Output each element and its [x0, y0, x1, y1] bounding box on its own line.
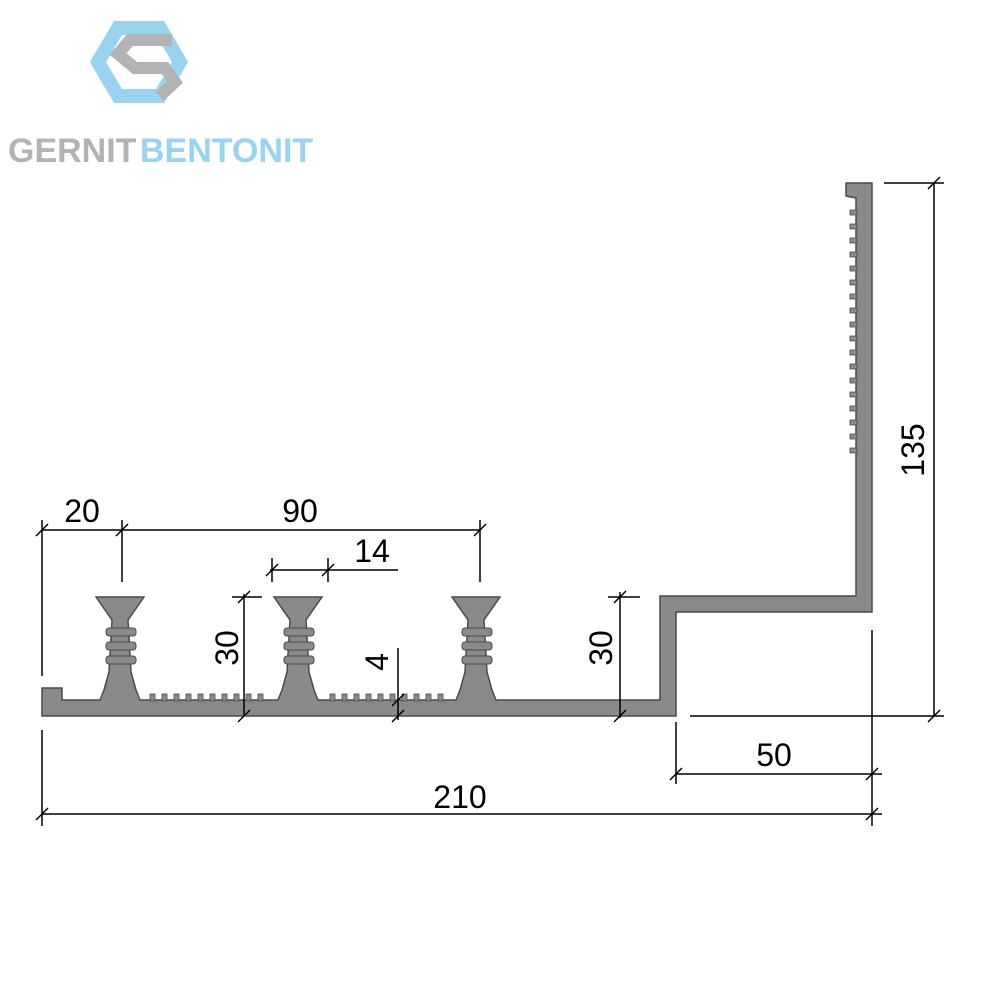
- base-teeth: [149, 693, 444, 702]
- dim-label-135: 135: [895, 423, 931, 476]
- logo-word-gernit: GERNIT: [8, 132, 137, 170]
- dim-label-20: 20: [64, 493, 100, 529]
- dimension-lines: [35, 176, 944, 826]
- dim-label-30-left: 30: [209, 630, 245, 666]
- gernit-bentonit-logo: GERNIT BENTONIT: [8, 21, 313, 170]
- dimension-labels: 20 90 14 30 4 30 135 50 210: [64, 423, 931, 815]
- dim-label-4: 4: [359, 653, 395, 671]
- anchor-ribs: [105, 627, 493, 665]
- logo-hexagon-icon: [89, 21, 189, 103]
- dim-label-50: 50: [756, 737, 792, 773]
- dim-label-90: 90: [282, 493, 318, 529]
- dim-label-210: 210: [433, 779, 486, 815]
- logo-word-bentonit: BENTONIT: [140, 132, 313, 170]
- leg-teeth: [849, 209, 858, 454]
- dim-label-14: 14: [354, 533, 390, 569]
- profile-shape: [41, 182, 873, 717]
- dim-label-30-right: 30: [583, 630, 619, 666]
- profile-base: [41, 182, 873, 717]
